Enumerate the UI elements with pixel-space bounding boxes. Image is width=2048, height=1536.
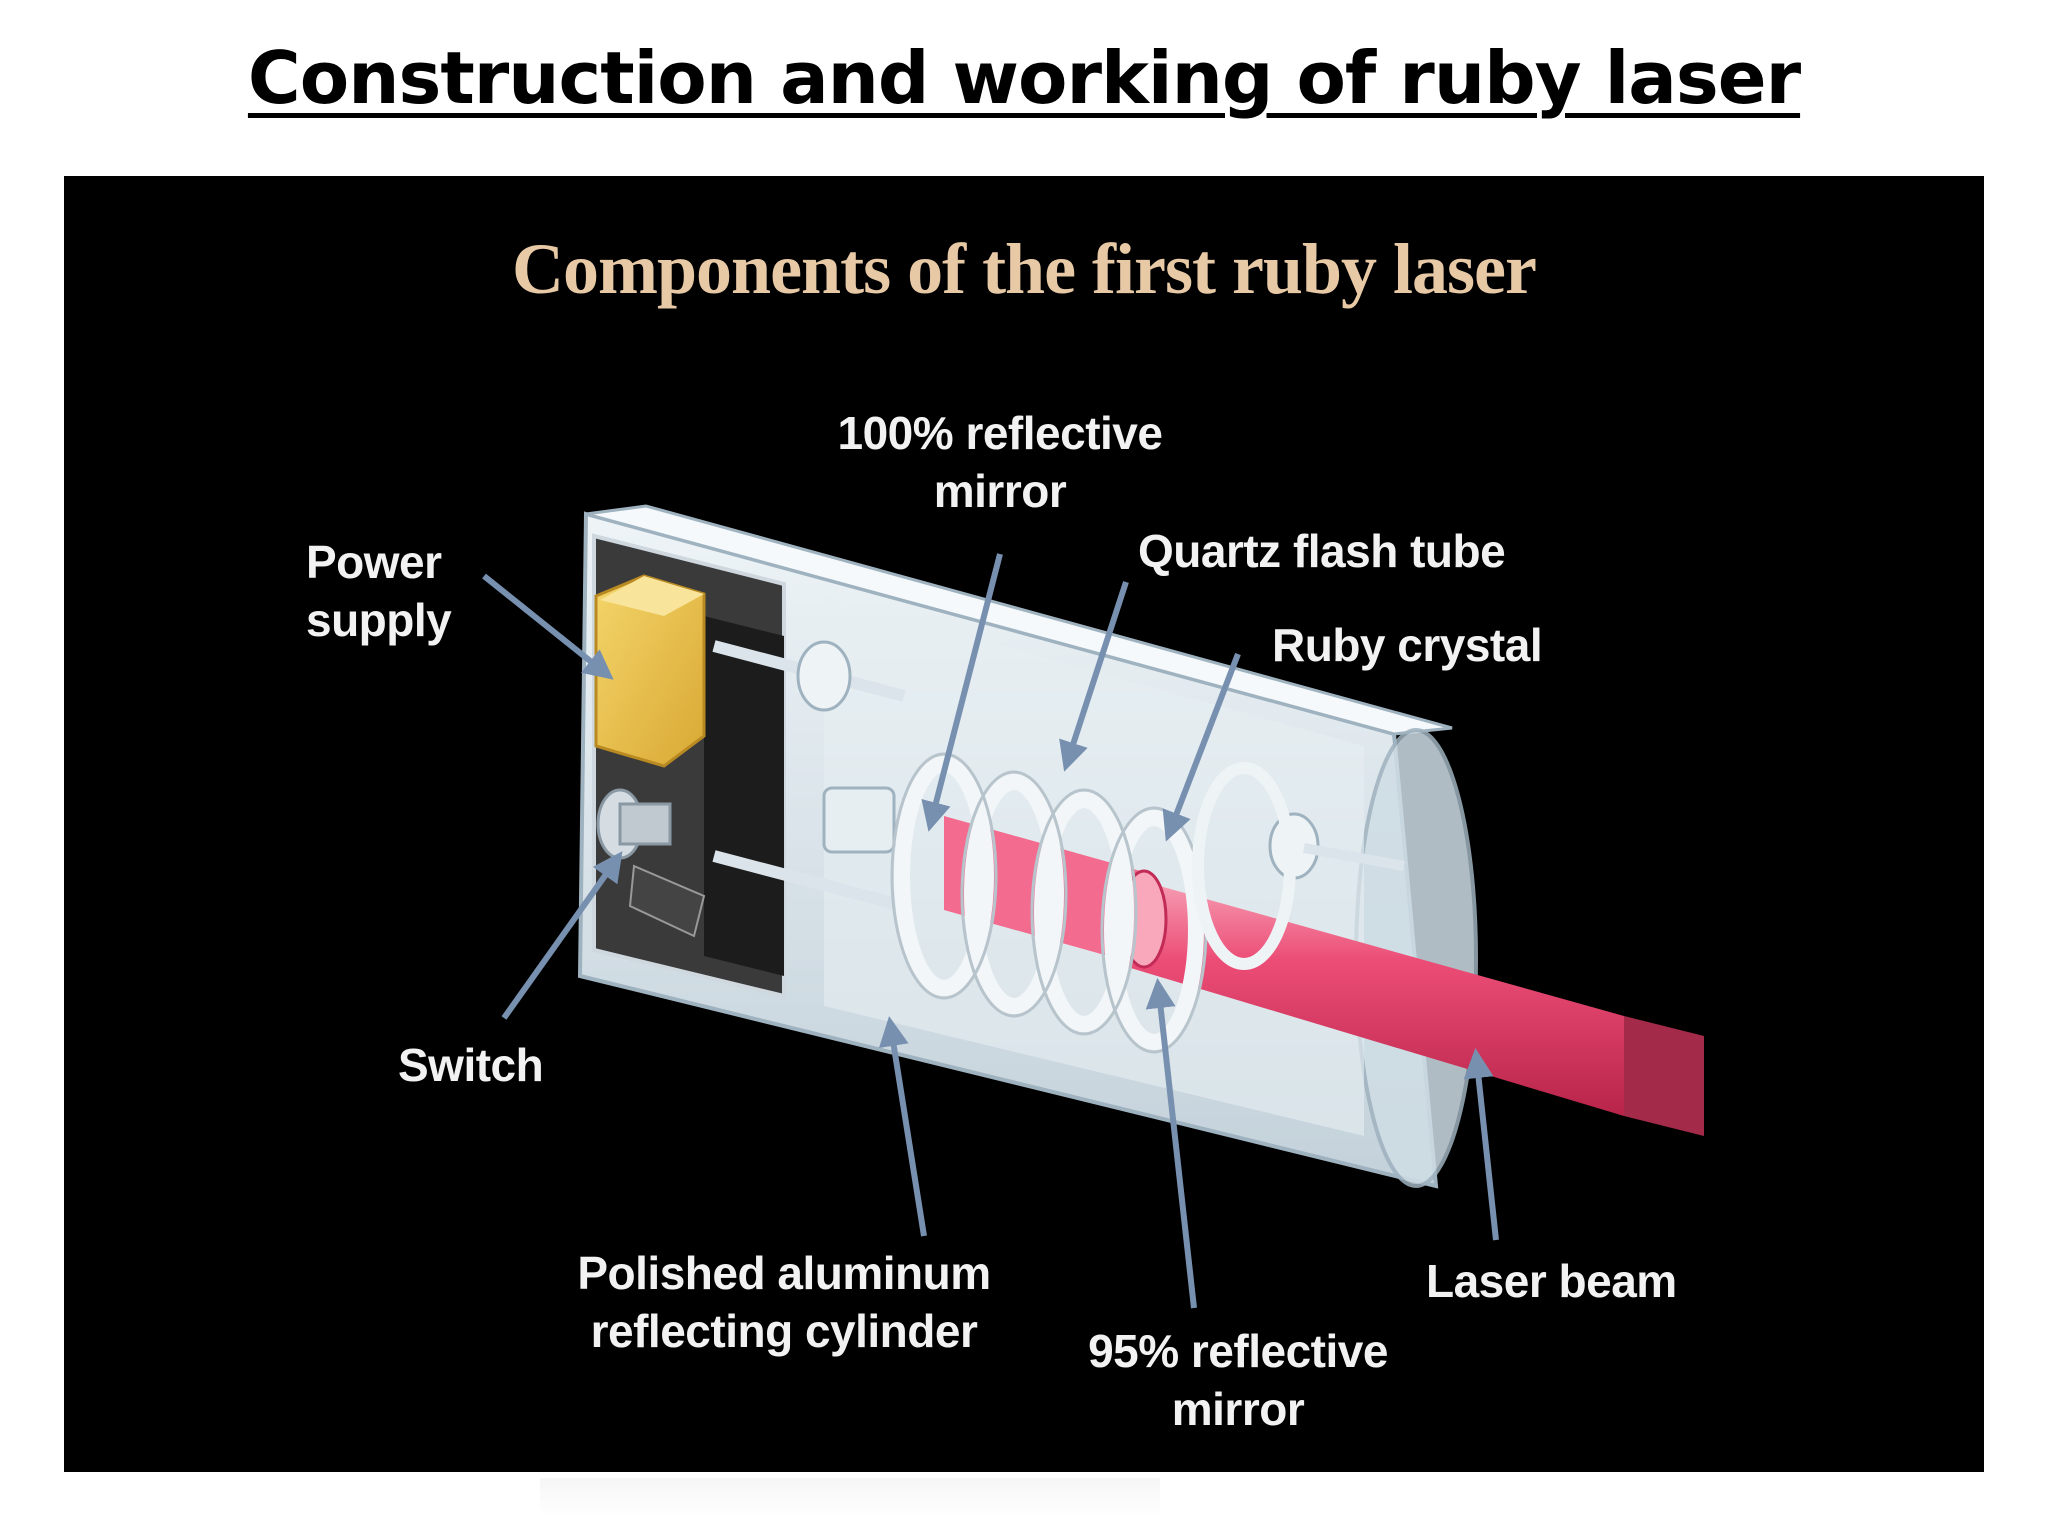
figure-title: Components of the first ruby laser <box>512 229 1537 309</box>
arrow-power-supply <box>482 573 614 680</box>
laser-beam <box>1124 876 1704 1136</box>
arrow-switch <box>501 851 623 1020</box>
label-100-mirror: 100% reflective mirror <box>837 407 1163 517</box>
bottom-shadow <box>540 1478 1160 1518</box>
label-cylinder: Polished aluminum reflecting cylinder <box>577 1247 991 1357</box>
label-95-mirror: 95% reflective mirror <box>1088 1325 1388 1435</box>
arrow-100-mirror <box>921 553 1003 832</box>
arrow-ruby-crystal <box>1162 652 1241 842</box>
laser-diagram: Components of the first ruby laser Power… <box>64 176 1984 1472</box>
label-laser-beam: Laser beam <box>1426 1255 1677 1307</box>
front-mirror <box>1192 762 1296 970</box>
arrow-cylinder <box>878 1016 927 1237</box>
label-ruby-crystal: Ruby crystal <box>1272 619 1543 671</box>
arrow-flash-tube <box>1059 581 1129 772</box>
switch-knob <box>596 788 706 938</box>
electrode-rods <box>712 640 1405 912</box>
slide-title: Construction and working of ruby laser <box>247 36 1801 120</box>
arrow-95-mirror <box>1145 978 1197 1309</box>
arrow-laser-beam <box>1463 1048 1499 1241</box>
label-flash-tube: Quartz flash tube <box>1138 525 1506 577</box>
label-arrows <box>482 553 1499 1309</box>
power-supply-block <box>594 574 706 768</box>
laser-illustration <box>482 504 1704 1309</box>
label-switch: Switch <box>398 1039 544 1091</box>
label-power-supply: Power supply <box>306 536 452 646</box>
